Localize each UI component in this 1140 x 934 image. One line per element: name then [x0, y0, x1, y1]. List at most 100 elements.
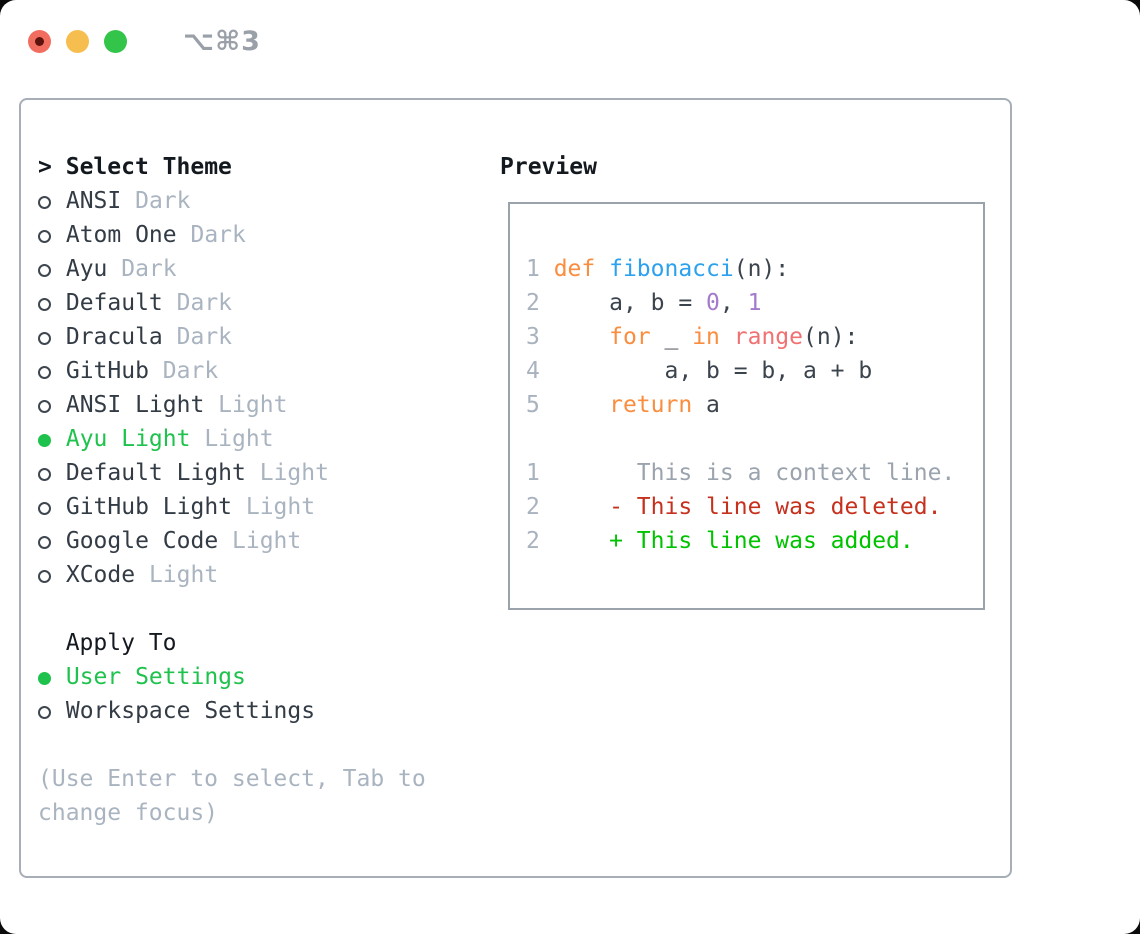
code-segment-pl: , — [719, 290, 748, 316]
code-segment-kw: for — [609, 324, 651, 350]
apply-to-list: User Settings Workspace Settings — [38, 660, 483, 728]
theme-option-github-light[interactable]: GitHub Light Light — [38, 490, 483, 524]
radio-selected-icon — [38, 672, 51, 685]
theme-option-google-code[interactable]: Google Code Light — [38, 524, 483, 558]
theme-option-default-light[interactable]: Default Light Light — [38, 456, 483, 490]
code-segment-kw: return — [609, 392, 693, 418]
code-segment-ln: 2 — [526, 528, 554, 554]
theme-option-xcode[interactable]: XCode Light — [38, 558, 483, 592]
option-label: ANSI Light — [52, 392, 205, 418]
radio-unselected-icon — [38, 468, 51, 481]
radio-unselected-icon — [38, 230, 51, 243]
preview-column: Preview 1 def fibonacci(n):2 a, b = 0, 1… — [500, 150, 985, 610]
code-segment-ctx: This is a context line. — [553, 460, 956, 486]
theme-option-ansi[interactable]: ANSI Dark — [38, 184, 483, 218]
option-variant-tag: Light — [245, 460, 329, 486]
code-segment-pl — [720, 324, 734, 350]
code-segment-ln: 2 — [526, 494, 554, 520]
radio-unselected-icon — [38, 332, 51, 345]
code-segment-ln: 2 — [526, 290, 554, 316]
option-label: Ayu — [52, 256, 108, 282]
window-title: ⌥⌘3 — [183, 26, 261, 57]
theme-option-atom-one[interactable]: Atom One Dark — [38, 218, 483, 252]
radio-unselected-icon — [38, 536, 51, 549]
code-segment-kw: def — [553, 256, 610, 282]
radio-unselected-icon — [38, 264, 51, 277]
preview-code-line: 5 return a — [526, 388, 983, 422]
radio-unselected-icon — [38, 366, 51, 379]
theme-option-default[interactable]: Default Dark — [38, 286, 483, 320]
code-segment-num: 1 — [747, 290, 762, 316]
theme-column: > Select Theme ANSI Dark Atom One Dark A… — [38, 150, 483, 830]
option-variant-tag: Light — [218, 528, 302, 554]
preview-code-line: 3 for _ in range(n): — [526, 320, 983, 354]
spacer — [38, 728, 483, 762]
spacer — [38, 592, 483, 626]
code-segment-del: - This line was deleted. — [553, 494, 942, 520]
close-button[interactable] — [28, 30, 51, 53]
option-variant-tag: Light — [204, 392, 288, 418]
option-label: XCode — [52, 562, 136, 588]
radio-unselected-icon — [38, 706, 51, 719]
theme-option-ayu[interactable]: Ayu Dark — [38, 252, 483, 286]
radio-selected-icon — [38, 434, 51, 447]
theme-option-ansi-light[interactable]: ANSI Light Light — [38, 388, 483, 422]
radio-unselected-icon — [38, 400, 51, 413]
option-label: Workspace Settings — [52, 698, 316, 724]
select-theme-header: > Select Theme — [38, 150, 483, 184]
focus-caret-icon: > — [38, 154, 52, 180]
option-variant-tag: Dark — [162, 290, 233, 316]
option-label: Google Code — [52, 528, 219, 554]
preview-code-line: 2 + This line was added. — [526, 524, 983, 558]
preview-code-line: 1 This is a context line. — [526, 456, 983, 490]
apply-option-workspace-settings[interactable]: Workspace Settings — [38, 694, 483, 728]
code-segment-num: 0 — [706, 290, 720, 316]
preview-blank-line — [526, 422, 983, 456]
preview-code-line: 2 a, b = 0, 1 — [526, 286, 983, 320]
code-segment-pl: (n): — [803, 324, 859, 350]
close-dot-icon — [35, 37, 44, 46]
option-variant-tag: Dark — [162, 324, 233, 350]
option-variant-tag: Light — [190, 426, 274, 452]
theme-option-dracula[interactable]: Dracula Dark — [38, 320, 483, 354]
theme-option-ayu-light[interactable]: Ayu Light Light — [38, 422, 483, 456]
option-variant-tag: Light — [135, 562, 219, 588]
option-label: Dracula — [52, 324, 163, 350]
option-label: Default Light — [52, 460, 246, 486]
code-segment-pl: (n): — [733, 256, 790, 282]
apply-to-header: Apply To — [65, 630, 177, 656]
code-segment-pl: a — [692, 392, 720, 418]
code-segment-pl: a, b = b, a + b — [553, 358, 873, 384]
preview-code-line: 1 def fibonacci(n): — [526, 252, 983, 286]
option-variant-tag: Dark — [121, 188, 191, 214]
option-label: User Settings — [52, 664, 246, 690]
code-segment-pl — [554, 392, 609, 418]
keyboard-hint: (Use Enter to select, Tab to change focu… — [38, 766, 426, 826]
preview-title: Preview — [500, 154, 597, 180]
radio-unselected-icon — [38, 298, 51, 311]
preview-code-line: 4 a, b = b, a + b — [526, 354, 983, 388]
option-label: GitHub — [52, 358, 149, 384]
maximize-button[interactable] — [104, 30, 127, 53]
option-variant-tag: Dark — [148, 358, 219, 384]
code-segment-fn: fibonacci — [609, 256, 734, 282]
minimize-button[interactable] — [66, 30, 89, 53]
code-segment-pl — [554, 324, 609, 350]
code-segment-pl: a, b = — [553, 290, 707, 316]
code-segment-add: + This line was added. — [553, 528, 914, 554]
option-label: Ayu Light — [52, 426, 191, 452]
code-segment-bi: range — [733, 324, 803, 350]
radio-unselected-icon — [38, 502, 51, 515]
titlebar: ⌥⌘3 — [28, 26, 261, 57]
radio-unselected-icon — [38, 196, 51, 209]
select-theme-header-label: Select Theme — [65, 154, 232, 180]
code-segment-ln: 3 — [526, 324, 554, 350]
theme-option-github[interactable]: GitHub Dark — [38, 354, 483, 388]
option-label: Atom One — [52, 222, 177, 248]
option-variant-tag: Dark — [107, 256, 177, 282]
option-label: Default — [52, 290, 163, 316]
preview-code-line: 2 - This line was deleted. — [526, 490, 983, 524]
apply-option-user-settings[interactable]: User Settings — [38, 660, 483, 694]
